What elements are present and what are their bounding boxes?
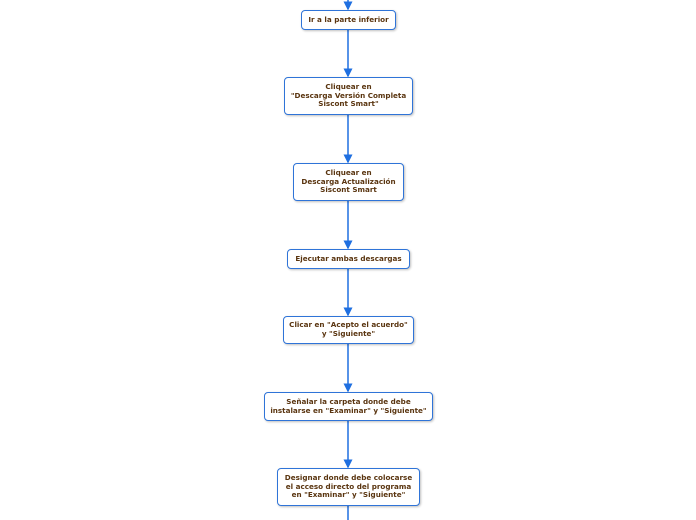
step-install-folder[interactable]: Señalar la carpeta donde debe instalarse… <box>264 392 433 421</box>
step-download-full[interactable]: Cliquear en "Descarga Versión Completa S… <box>284 77 413 115</box>
step-download-update[interactable]: Cliquear en Descarga Actualización Sisco… <box>293 163 404 201</box>
step-shortcut-location[interactable]: Designar donde debe colocarse el acceso … <box>277 468 420 506</box>
step-go-bottom[interactable]: Ir a la parte inferior <box>301 10 396 30</box>
step-accept-agreement[interactable]: Clicar en "Acepto el acuerdo" y "Siguien… <box>283 316 414 344</box>
step-run-downloads[interactable]: Ejecutar ambas descargas <box>287 249 410 269</box>
